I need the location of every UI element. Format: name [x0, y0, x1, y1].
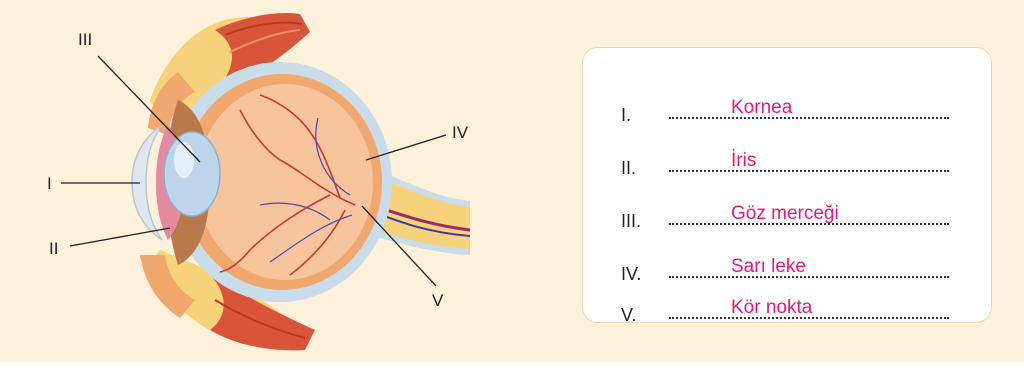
- vitreous-body: [197, 84, 373, 280]
- label-l3: III: [78, 30, 92, 49]
- answer-text: Kör nokta: [731, 297, 812, 319]
- answer-row: IV. Sarı leke: [583, 245, 993, 285]
- label-l5: V: [432, 291, 444, 310]
- label-l1: I: [47, 174, 52, 193]
- row-number: III.: [621, 211, 641, 232]
- answer-text: Göz merceği: [731, 203, 839, 225]
- dotted-line: [669, 276, 949, 278]
- label-l2: II: [49, 239, 58, 258]
- row-number: I.: [621, 105, 631, 126]
- dotted-line: [669, 170, 949, 172]
- answer-row: III. Göz merceği: [583, 192, 993, 232]
- label-l4: IV: [452, 123, 469, 142]
- answers-card: I. Kornea II. İris III. Göz merceği IV. …: [582, 47, 992, 323]
- diagram-panel: I II III IV V I. Kornea II. İris III. Gö…: [0, 0, 1024, 362]
- dotted-line: [669, 117, 949, 119]
- answer-text: İris: [731, 150, 756, 172]
- answer-row: II. İris: [583, 139, 993, 179]
- leader-line-l2: [70, 228, 170, 246]
- answer-row: I. Kornea: [583, 86, 993, 126]
- answer-text: Kornea: [731, 97, 792, 119]
- row-number: II.: [621, 158, 636, 179]
- answer-text: Sarı leke: [731, 256, 806, 278]
- lens-highlight: [174, 142, 194, 178]
- answer-row: V. Kör nokta: [583, 286, 993, 326]
- lens: [164, 132, 220, 216]
- row-number: IV.: [621, 264, 641, 285]
- row-number: V.: [621, 305, 636, 326]
